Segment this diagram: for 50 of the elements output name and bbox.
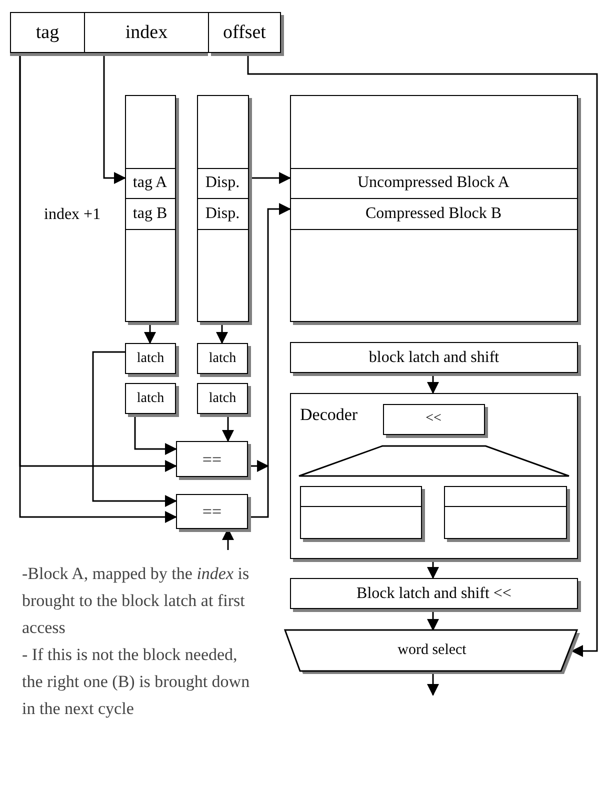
latch-box	[197, 343, 248, 374]
box-label: tag B	[132, 206, 168, 222]
box-label: tag A	[132, 175, 168, 191]
memory-array	[125, 95, 176, 322]
connector-arrow	[247, 53, 598, 657]
comparator-box	[176, 494, 248, 529]
word-select-trapezoid	[284, 630, 580, 671]
box-label: index	[125, 23, 168, 42]
box-label: tag	[36, 23, 60, 42]
comparator-box	[176, 441, 248, 477]
address-field	[208, 12, 281, 53]
address-field	[84, 12, 208, 53]
box-label: Disp.	[205, 175, 240, 191]
box-label: Uncompressed Block A	[358, 175, 510, 191]
connector-arrow	[427, 609, 439, 631]
connector-arrow	[249, 172, 291, 184]
box-label: ==	[202, 450, 222, 468]
box-label: word select	[398, 643, 466, 658]
latch-box	[125, 383, 176, 414]
latch-shift-bar	[290, 578, 578, 609]
box-label: latch	[136, 392, 164, 406]
connector-arrow	[222, 414, 234, 442]
box-label: block latch and shift	[368, 350, 500, 366]
decoder-label: Decoder	[300, 406, 358, 423]
latch-box	[197, 383, 248, 414]
box-label: Block latch and shift <<	[356, 586, 512, 602]
latch-shift-bar	[290, 342, 578, 373]
connector-arrow	[144, 322, 156, 344]
note-text: - If this is not the block needed, the right one (B) is brought down in the next cycle	[22, 644, 250, 720]
decoder-trapezoid	[298, 444, 570, 476]
box-label: latch	[208, 392, 236, 406]
memory-array	[290, 95, 578, 322]
box-label: latch	[208, 352, 236, 366]
box-label: latch	[136, 352, 164, 366]
row-offset-label: index +1	[44, 206, 101, 224]
box-label: Compressed Block B	[366, 206, 502, 222]
box-label: Disp.	[205, 206, 240, 222]
memory-array	[197, 95, 249, 322]
note-text: -Block A, mapped by the index is brought to the block latch at first access	[22, 563, 250, 639]
connector-arrow	[103, 53, 126, 184]
decoder-box	[290, 393, 578, 559]
connector-arrow	[248, 203, 291, 518]
box-label: offset	[223, 23, 266, 42]
box-label: ==	[202, 503, 222, 520]
connector-arrow	[134, 414, 177, 455]
latch-box	[125, 343, 176, 374]
address-field	[10, 12, 84, 53]
connector-arrow	[216, 322, 228, 344]
connector-arrow	[92, 351, 177, 507]
box-label: <<	[426, 412, 442, 426]
